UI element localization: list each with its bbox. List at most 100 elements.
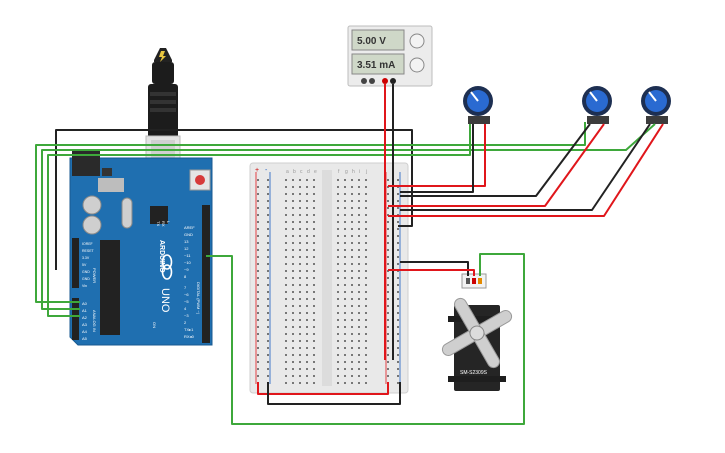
wire-a0-pot1[interactable] [35,122,586,303]
pin-label-0: RX◂0 [184,334,195,339]
breadboard-holes [257,179,399,384]
pin-label-ioref: IOREF [82,242,93,246]
capacitor-2 [82,215,102,235]
power-pin-labels: IOREF RESET 3.3V 5V GND GND Vin [82,242,95,288]
pin-label-a5: A5 [82,336,88,341]
wire-pot2-gnd[interactable] [400,123,591,197]
usb-bolt-icon [159,51,166,62]
column-label-a: a [286,169,289,175]
column-label-f: f [338,169,340,175]
column-labels-left: a b c d e [286,169,317,175]
pin-label-3v3: 3.3V [82,256,90,260]
column-labels-right: f g h i j [338,169,367,175]
pin-label-3: ~3 [184,313,189,318]
column-label-e: e [314,169,317,175]
pin-label-12: 12 [184,246,189,251]
atmega-chip [100,240,120,335]
wire-rail-bottom-black[interactable] [267,382,401,405]
potentiometer-1[interactable] [463,86,493,124]
on-led-label: ON [152,322,157,328]
pin-label-reset: RESET [82,249,95,253]
digital-pin-labels: AREF GND 13 12 ~11 ~10 ~9 8 7 ~6 ~5 4 ~3… [184,225,195,339]
pin-label-gnd-d: GND [184,232,193,237]
rail-plus-label: + [255,167,259,174]
pin-label-9: ~9 [184,267,189,272]
voltage-knob[interactable] [409,33,425,49]
arduino-uno[interactable]: ARDUINO UNO TX RX L ON IOREF RESET 3.3V … [69,150,213,346]
analog-group-label: ANALOG IN [92,310,97,332]
column-label-h: h [352,169,355,175]
column-label-b: b [293,169,296,175]
voltage-display [351,29,405,51]
voltage-readout: 5.00 V [357,36,386,47]
pin-label-gnd-2: GND [82,277,90,281]
power-group-label: POWER [92,268,97,283]
pin-label-13: 13 [184,239,189,244]
pin-label-a1: A1 [82,308,88,313]
pin-label-aref: AREF [184,225,195,230]
rail-minus-label: - [265,167,268,174]
wire-pot1-gnd[interactable] [400,124,474,193]
column-label-g: g [345,169,348,175]
pin-label-2: 2 [184,320,187,325]
current-knob[interactable] [409,57,425,73]
dc-jack [72,150,100,176]
servo-label: SM-S2309S [460,370,488,376]
wire-servo-signal[interactable] [206,253,525,425]
pin-label-a2: A2 [82,315,88,320]
pin-label-a3: A3 [82,322,88,327]
current-readout: 3.51 mA [357,60,395,71]
arduino-model-label: UNO [159,288,171,313]
pin-label-4: 4 [184,306,187,311]
pin-label-5: ~5 [184,299,189,304]
pin-label-7: 7 [184,285,187,290]
arduino-logo [161,254,173,280]
wires [35,84,664,425]
column-label-j: j [365,169,367,175]
pin-label-1: TX▸1 [184,327,194,332]
power-supply[interactable]: 5.00 V 3.51 mA [347,25,433,87]
pin-label-6: ~6 [184,292,189,297]
digital-header[interactable] [202,205,210,343]
servo-horn[interactable] [424,280,531,387]
led-tx-label: TX [156,221,161,226]
pin-label-8: 8 [184,274,187,279]
wire-pot1-vcc[interactable] [388,124,486,187]
current-display [351,53,405,75]
led-rx-label: RX [161,221,166,227]
wire-arduino-gnd[interactable] [55,129,413,270]
pin-label-vin: Vin [82,284,87,288]
psu-gnd-terminal[interactable] [390,78,396,84]
potentiometer-3[interactable] [641,86,671,124]
wire-servo-vcc[interactable] [388,269,475,276]
capacitor-1 [82,195,102,215]
wire-pot2-vcc[interactable] [388,123,605,207]
arduino-brand-label: ARDUINO [158,240,165,273]
column-label-c: c [300,169,303,175]
wire-pot3-gnd[interactable] [400,123,651,211]
wire-rail-bottom-red[interactable] [257,382,389,395]
psu-plus-terminal[interactable] [382,78,388,84]
pin-label-11: ~11 [184,253,191,258]
wire-a2-pot2[interactable] [47,124,471,317]
analog-header[interactable] [72,298,79,340]
reset-button-cap[interactable] [195,175,205,185]
potentiometer-2[interactable] [582,86,612,124]
psu-minus-terminal[interactable] [361,78,367,84]
column-label-d: d [307,169,310,175]
pin-label-10: ~10 [184,260,192,265]
breadboard[interactable]: + - a b c d e f g h i j [249,162,409,394]
pin-label-gnd-1: GND [82,270,90,274]
analog-pin-labels: A0 A1 A2 A3 A4 A5 [82,301,88,341]
servo-motor[interactable]: SM-S2309S [424,273,531,391]
digital-group-label: DIGITAL (PWM ~) [196,282,201,315]
pin-label-5v: 5V [82,263,87,267]
wire-pot3-vcc[interactable] [388,123,664,217]
led-l-label: L [166,221,171,224]
power-header[interactable] [72,238,79,288]
column-label-i: i [359,169,360,175]
wire-servo-gnd[interactable] [400,261,469,276]
pin-label-a4: A4 [82,329,88,334]
wire-a1-pot3[interactable] [41,123,656,310]
